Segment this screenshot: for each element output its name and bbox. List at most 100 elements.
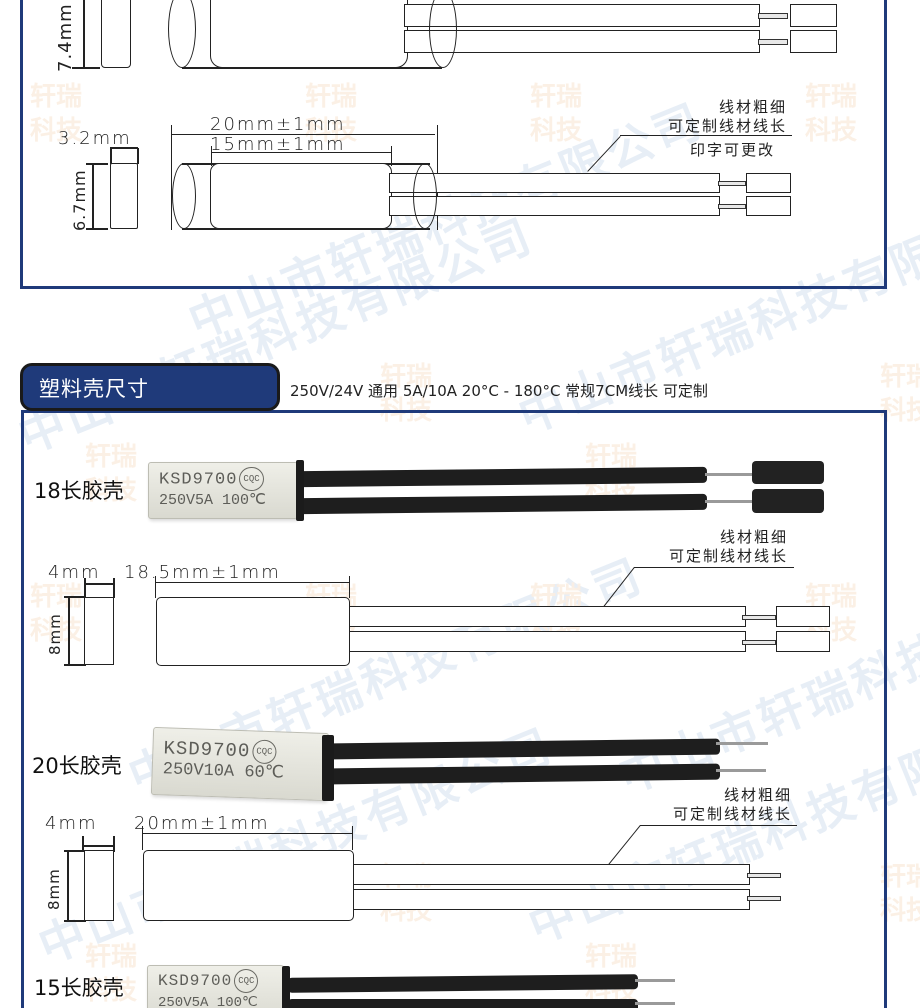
item-label: 18长胶壳 [34,479,124,503]
wire-drawing [353,864,750,885]
pin [747,896,781,901]
length-label: 18.5mm±1mm [124,562,281,583]
note-underline [620,135,792,137]
tube-end-left [172,163,196,229]
item-label: 20长胶壳 [32,754,122,778]
photo-rating: 250V5A 100℃ [158,995,258,1008]
dimension-tick [84,578,86,598]
side-view [84,850,114,921]
body-length-label: 15mm±1mm [210,134,346,155]
dimension-tick [349,576,351,598]
pin [742,615,776,620]
spec-line: 250V/24V 通用 5A/10A 20°C - 180°C 常规7CM线长 … [290,382,708,400]
photo-model: KSD9700 [158,972,233,991]
pin [718,204,746,209]
side-view [110,163,138,229]
dimension-tick [137,148,139,164]
height-label: 8mm [45,868,63,910]
section-title-plastic-shell: 塑料壳尺寸 [20,363,280,411]
height-label: 8mm [46,613,64,655]
dimension-tick [171,125,173,230]
dimension-line [172,134,435,136]
pin [758,39,788,45]
terminal-photo [752,489,824,513]
dimension-line [82,845,114,847]
dimension-line [212,152,392,154]
dimension-line [67,850,69,921]
dimension-line [156,582,350,584]
dimension-tick [391,146,393,166]
dimension-tick [72,67,100,69]
dimension-line [84,583,114,585]
wire-photo [288,999,638,1008]
section-title-text: 塑料壳尺寸 [39,377,149,401]
shell-cap [322,735,334,801]
note-underline [640,825,797,827]
body-view [156,597,350,666]
dimension-tick [113,578,115,598]
wire-strand [705,500,765,503]
wire-strand [716,769,766,772]
wire-drawing [389,173,720,193]
dimension-tick [155,576,157,598]
body-view [210,0,408,68]
wire-drawing [349,606,746,627]
dimension-tick [113,836,115,852]
pin [718,181,746,186]
cqc-mark-icon: CQC [239,467,264,491]
shell-cap [296,460,304,521]
wire-strand [705,473,765,476]
pin [747,873,781,878]
note-line: 可定制线材线长 [672,805,792,823]
dimension-tick [64,920,86,922]
terminal-lug [790,4,837,27]
dimension-line [92,164,94,230]
note-print-changeable: 印字可更改 [689,141,775,159]
dimension-line [83,0,85,68]
dimension-tick [64,664,86,666]
terminal-photo [752,461,824,484]
terminal-lug [790,30,837,53]
dimension-tick [211,146,213,166]
photo-rating: 250V5A 100℃ [159,492,266,509]
cqc-mark-icon: CQC [251,739,277,765]
dimension-tick [110,148,112,164]
shell-cap [282,966,290,1008]
dimension-tick [64,850,86,852]
photo-model: KSD9700 [163,737,251,763]
dimension-tick [64,596,86,598]
tube-end-left [168,0,196,68]
overall-length-label: 20mm±1mm [210,114,346,135]
wire-drawing [349,631,746,652]
wire-strand [635,979,675,982]
pin [758,13,788,19]
pin [742,640,776,645]
height-label: 7.4mm [55,3,76,72]
terminal-lug [746,173,791,193]
width-label: 3.2mm [58,128,132,149]
wire-strand [716,742,768,745]
dimension-tick [352,826,354,850]
wire-drawing [404,4,760,27]
metal-shell-frame [20,0,887,289]
dimension-line [68,597,70,665]
tube-end-right [429,0,457,68]
wire-strand [635,1002,675,1005]
cqc-mark-icon: CQC [234,969,259,993]
body-view [210,163,392,229]
note-line: 线材粗细 [719,528,788,546]
dimension-line [143,833,353,835]
plastic-shell-frame [21,410,887,1008]
width-label: 4mm [48,562,101,583]
photo-model: KSD9700 [159,470,238,490]
dimension-tick [82,836,84,852]
length-label: 20mm±1mm [134,813,270,834]
terminal-lug [776,631,830,652]
wire-drawing [389,196,720,216]
wire-drawing [353,889,750,910]
body-view [143,850,354,921]
height-label: 6.7mm [70,169,89,231]
